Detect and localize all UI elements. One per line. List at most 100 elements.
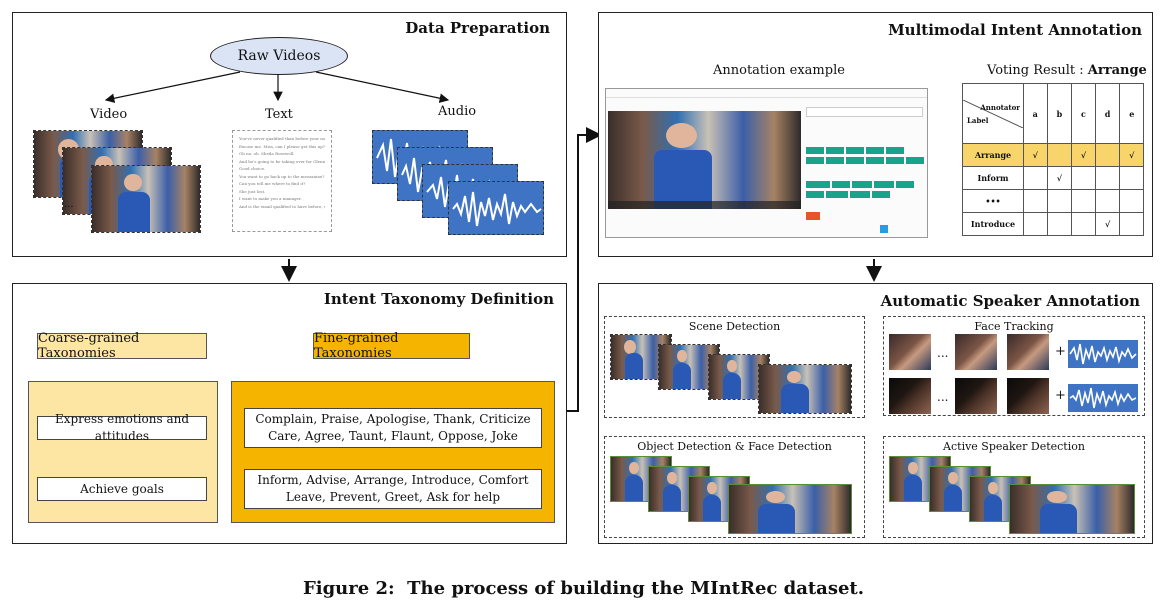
annotation-video-player[interactable] <box>608 111 801 209</box>
face-track-2-frame-3 <box>1007 378 1049 414</box>
object-face-detection-label: Object Detection & Face Detection <box>637 440 832 453</box>
intent-taxonomy-title: Intent Taxonomy Definition <box>323 290 554 308</box>
transcript-line: You want to go back up to the mezzanine? <box>239 173 325 179</box>
fine-goals-line: Leave, Prevent, Greet, Ask for help <box>285 490 501 504</box>
arrow-to-video <box>104 71 241 103</box>
label-axis-label: Label <box>967 115 989 125</box>
scene-frame-4 <box>758 364 852 414</box>
text-branch-label: Text <box>265 107 293 122</box>
table-row: Arrange √ √ √ <box>962 143 1144 168</box>
fine-header: Fine-grained Taxonomies <box>313 331 470 361</box>
face-track-1-frame-3 <box>1007 334 1049 370</box>
detection-frame-4 <box>728 484 852 534</box>
voting-result-heading: Voting Result : Arrange <box>987 63 1147 78</box>
vote-cell <box>1023 189 1048 214</box>
raw-videos-label: Raw Videos <box>237 48 321 64</box>
face-tracking-label: Face Tracking <box>974 320 1054 333</box>
annotation-example-label: Annotation example <box>713 63 845 78</box>
video-branch-label: Video <box>90 107 128 122</box>
next-button[interactable] <box>880 225 888 233</box>
transcript-line: She just lost. <box>239 188 266 194</box>
vote-cell <box>1071 189 1096 214</box>
table-row: Introduce √ <box>962 212 1144 236</box>
vote-cell <box>1071 212 1096 236</box>
annotation-tool-window <box>605 88 928 238</box>
coarse-emotions-box: Express emotions and attitudes <box>37 412 207 443</box>
transcript-line: And he's going to be taking over for Gle… <box>239 158 325 164</box>
table-header-diagonal: Annotator Label <box>963 99 1023 128</box>
coarse-goals-label: Achieve goals <box>80 481 164 496</box>
face-track-1-audio <box>1068 340 1138 368</box>
emotion-option-row <box>806 147 924 167</box>
vote-cell <box>1071 166 1096 191</box>
figure-caption: Figure 2: The process of building the MI… <box>302 578 865 599</box>
coarse-goals-box: Achieve goals <box>37 477 207 501</box>
face-track-2-ellipsis: ... <box>937 390 949 404</box>
transcript-line: I want to make you a manager. <box>239 196 302 201</box>
annotator-header: b <box>1046 82 1073 145</box>
annotator-axis-label: Annotator <box>980 102 1020 112</box>
vote-cell <box>1046 189 1073 214</box>
face-track-2-audio <box>1068 384 1138 412</box>
vote-cell <box>1046 212 1073 236</box>
vote-cell: √ <box>1094 212 1121 236</box>
multimodal-annotation-title: Multimodal Intent Annotation <box>888 21 1142 39</box>
transcript-line: You've never qualified than before your … <box>239 136 325 141</box>
vote-cell <box>1094 166 1121 191</box>
annotator-header: d <box>1094 82 1121 145</box>
table-row: ••• <box>962 189 1144 214</box>
audio-branch-label: Audio <box>438 104 477 119</box>
vote-cell <box>1119 189 1144 214</box>
video-controls-bar[interactable] <box>608 201 801 209</box>
data-preparation-title: Data Preparation <box>405 19 550 37</box>
transcript-document: You've never qualified than before your … <box>232 130 332 232</box>
fine-goals-box: Inform, Advise, Arrange, Introduce, Comf… <box>244 469 542 509</box>
vote-cell: √ <box>1023 143 1048 168</box>
vote-cell <box>1119 212 1144 236</box>
face-track-2-frame-2 <box>955 378 997 414</box>
fine-emotions-line: Care, Agree, Taunt, Flaunt, Oppose, Joke <box>268 429 518 443</box>
raw-videos-node: Raw Videos <box>210 37 348 75</box>
transcript-line: Excuse me. Miss, can I please get this u… <box>239 143 325 149</box>
coarse-header: Coarse-grained Taxonomies <box>37 331 207 361</box>
transcript-line: Can you tell me where to find it? <box>239 181 306 186</box>
vote-cell <box>1094 143 1121 168</box>
row-label: ••• <box>962 189 1024 214</box>
transcript-line: Good choice. <box>239 166 266 171</box>
row-label: Inform <box>962 166 1024 191</box>
video-ellipsis: ... <box>64 199 74 210</box>
coarse-taxonomy-container <box>28 381 218 523</box>
face-track-1-frame-2 <box>955 334 997 370</box>
vote-cell <box>1094 189 1121 214</box>
speaker-annotation-title: Automatic Speaker Annotation <box>880 292 1140 310</box>
fine-emotions-box: Complain, Praise, Apologise, Thank, Crit… <box>244 408 542 448</box>
vote-cell <box>1023 166 1048 191</box>
vote-cell <box>1119 166 1144 191</box>
active-frame-4 <box>1009 484 1135 534</box>
coarse-header-label: Coarse-grained Taxonomies <box>38 331 140 361</box>
vote-cell: √ <box>1119 143 1144 168</box>
face-track-2-plus: + <box>1055 388 1066 403</box>
face-track-1-frame-1 <box>889 334 931 370</box>
face-track-1-ellipsis: ... <box>937 346 949 360</box>
audio-waveform-4 <box>448 181 544 235</box>
row-label: Arrange <box>962 143 1024 168</box>
voting-result-prefix: Voting Result : <box>987 63 1088 78</box>
fine-header-label: Fine-grained Taxonomies <box>314 331 399 361</box>
voting-table: Annotator Label a b c d e Arrange √ √ √ … <box>962 82 1144 236</box>
video-frame-3 <box>91 165 201 233</box>
voting-result-value: Arrange <box>1087 63 1147 78</box>
window-titlebar <box>606 89 927 98</box>
face-track-2-frame-1 <box>889 378 931 414</box>
vote-cell <box>1046 143 1073 168</box>
table-row: Inform √ <box>962 166 1144 191</box>
face-track-1-plus: + <box>1055 344 1066 359</box>
fine-emotions-line: Complain, Praise, Apologise, Thank, Crit… <box>255 412 531 426</box>
submit-button[interactable] <box>806 212 820 220</box>
row-label: Introduce <box>962 212 1024 236</box>
text-input-area[interactable] <box>806 107 923 117</box>
goal-option-row <box>806 181 924 201</box>
active-speaker-label: Active Speaker Detection <box>943 440 1085 453</box>
annotator-header: e <box>1119 82 1144 145</box>
transcript-line: Oh no, oh. Sheila Rosewell. <box>239 151 295 156</box>
